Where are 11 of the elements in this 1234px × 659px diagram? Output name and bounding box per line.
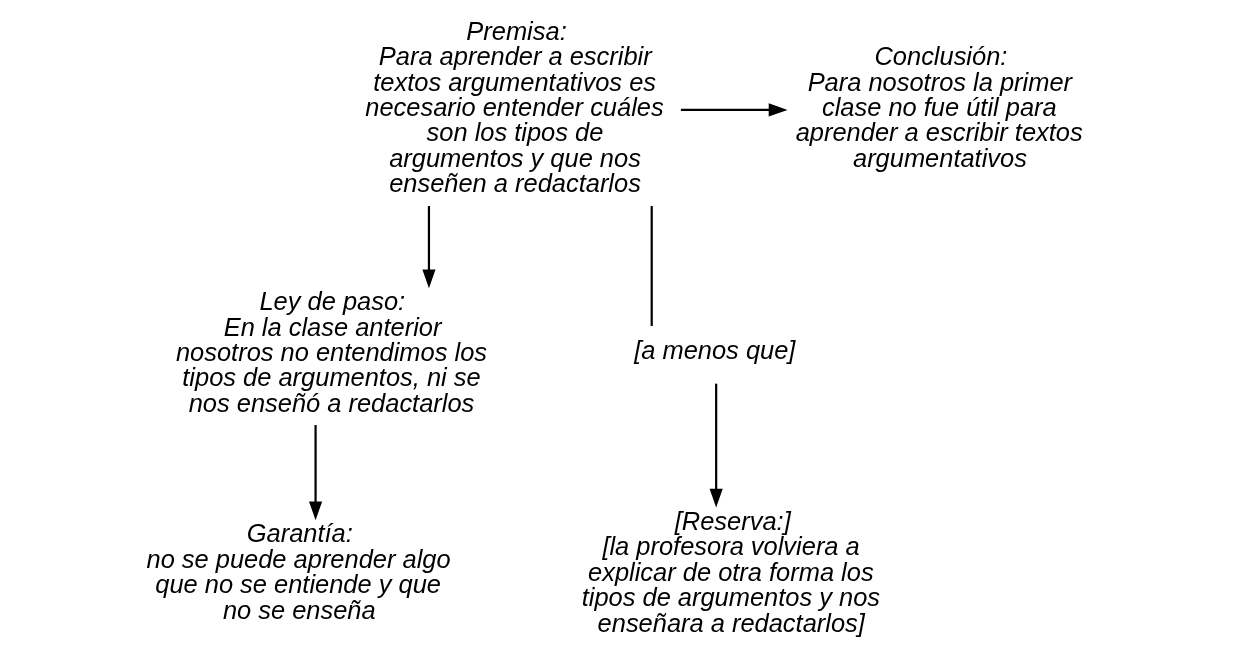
- node-text: Ley de paso: En la clase anterior nosotros no entendimos los tipos de argumentos, ni se nos enseñó a redactarlos: [175, 287, 487, 417]
- node-text: [a menos que]: [633, 336, 795, 365]
- arrow: [680, 103, 787, 117]
- connector: [650, 206, 653, 326]
- node-text: Garantía: no se puede aprender algo que no se entiende y que no se enseña: [146, 519, 451, 624]
- node-text: Conclusión: Para nosotros la primer clase no fue útil para aprender a escribir textos argumentativos: [795, 42, 1083, 172]
- arrow: [709, 383, 723, 508]
- node-text: Premisa: Para aprender a escribir textos argumentativos es necesario entender cuáles son los tipos de argumentos y que nos enseñen a redactarlos: [364, 16, 664, 198]
- arrow: [308, 425, 322, 521]
- node-text: [Reserva:] [la profesora volviera a explicar de otra forma los tipos de argumentos y nos enseñara a redactarlos]: [581, 506, 880, 637]
- arrow: [421, 206, 436, 289]
